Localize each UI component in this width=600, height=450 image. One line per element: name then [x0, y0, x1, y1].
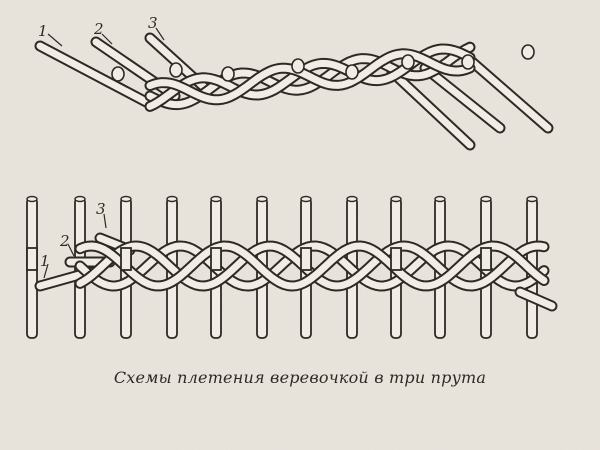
top-right-rod-ends	[386, 54, 554, 151]
stake-front-segment-3	[120, 247, 132, 271]
top-twisted-strand-3	[146, 50, 474, 104]
cut-end	[345, 64, 359, 80]
top-number-leaders	[47, 27, 165, 47]
stake-top-2	[74, 195, 86, 203]
cut-end	[521, 44, 535, 60]
leader-line-1	[47, 33, 63, 47]
leader-line-2	[67, 243, 75, 257]
bottom-woven-strand-3	[76, 242, 548, 290]
cut-end	[169, 62, 183, 78]
top-strand-1-lead	[36, 42, 154, 108]
stake-top-12	[526, 195, 538, 203]
stake-top-4	[166, 195, 178, 203]
bottom-strand-exit	[516, 288, 556, 310]
bottom-strand-number-1: 1	[40, 252, 50, 270]
stake-front-segment-7	[300, 247, 312, 271]
stake-top-10	[434, 195, 446, 203]
cut-end	[111, 66, 125, 82]
cut-end	[401, 54, 415, 70]
bottom-scheme-stake-weaving: 1 2 3	[26, 195, 558, 339]
bottom-strands	[34, 232, 558, 312]
stake-front-segment-5	[210, 247, 222, 271]
stake-top-9	[390, 195, 402, 203]
bottom-strand-number-2: 2	[59, 232, 70, 250]
stake-top-5	[210, 195, 222, 203]
cut-end	[221, 66, 235, 82]
stake-top-8	[346, 195, 358, 203]
stake-top-11	[480, 195, 492, 203]
figure-caption: Схемы плетения веревочкой в три прута	[113, 368, 487, 387]
stakes-front-segments	[26, 247, 492, 271]
top-strand-number-1: 1	[38, 22, 48, 40]
rod-end-a-fill	[388, 68, 474, 149]
top-rod-cut-ends	[111, 44, 535, 82]
stake-top-3	[120, 195, 132, 203]
stake-top-1	[26, 195, 38, 203]
stake-front-segment-9	[390, 247, 402, 271]
leader-line-2	[101, 33, 113, 45]
leader-line-3	[103, 213, 107, 229]
stake-front-segment-11	[480, 247, 492, 271]
top-strand-number-3: 3	[148, 14, 158, 32]
bottom-number-leaders	[43, 213, 107, 279]
stake-top-7	[300, 195, 312, 203]
cut-end	[461, 54, 475, 70]
bottom-strand-number-3: 3	[96, 200, 106, 218]
stake-top-6	[256, 195, 268, 203]
top-strand-number-2: 2	[93, 20, 104, 38]
rod-end-b-fill	[421, 64, 504, 132]
stake-front-segment-1	[26, 247, 38, 271]
rod-end-c-fill	[466, 56, 552, 132]
leader-line-3	[155, 27, 165, 41]
cut-end	[291, 58, 305, 74]
top-scheme-rope-twist: 1 2 3	[34, 14, 554, 151]
leader-line-1	[43, 263, 49, 279]
